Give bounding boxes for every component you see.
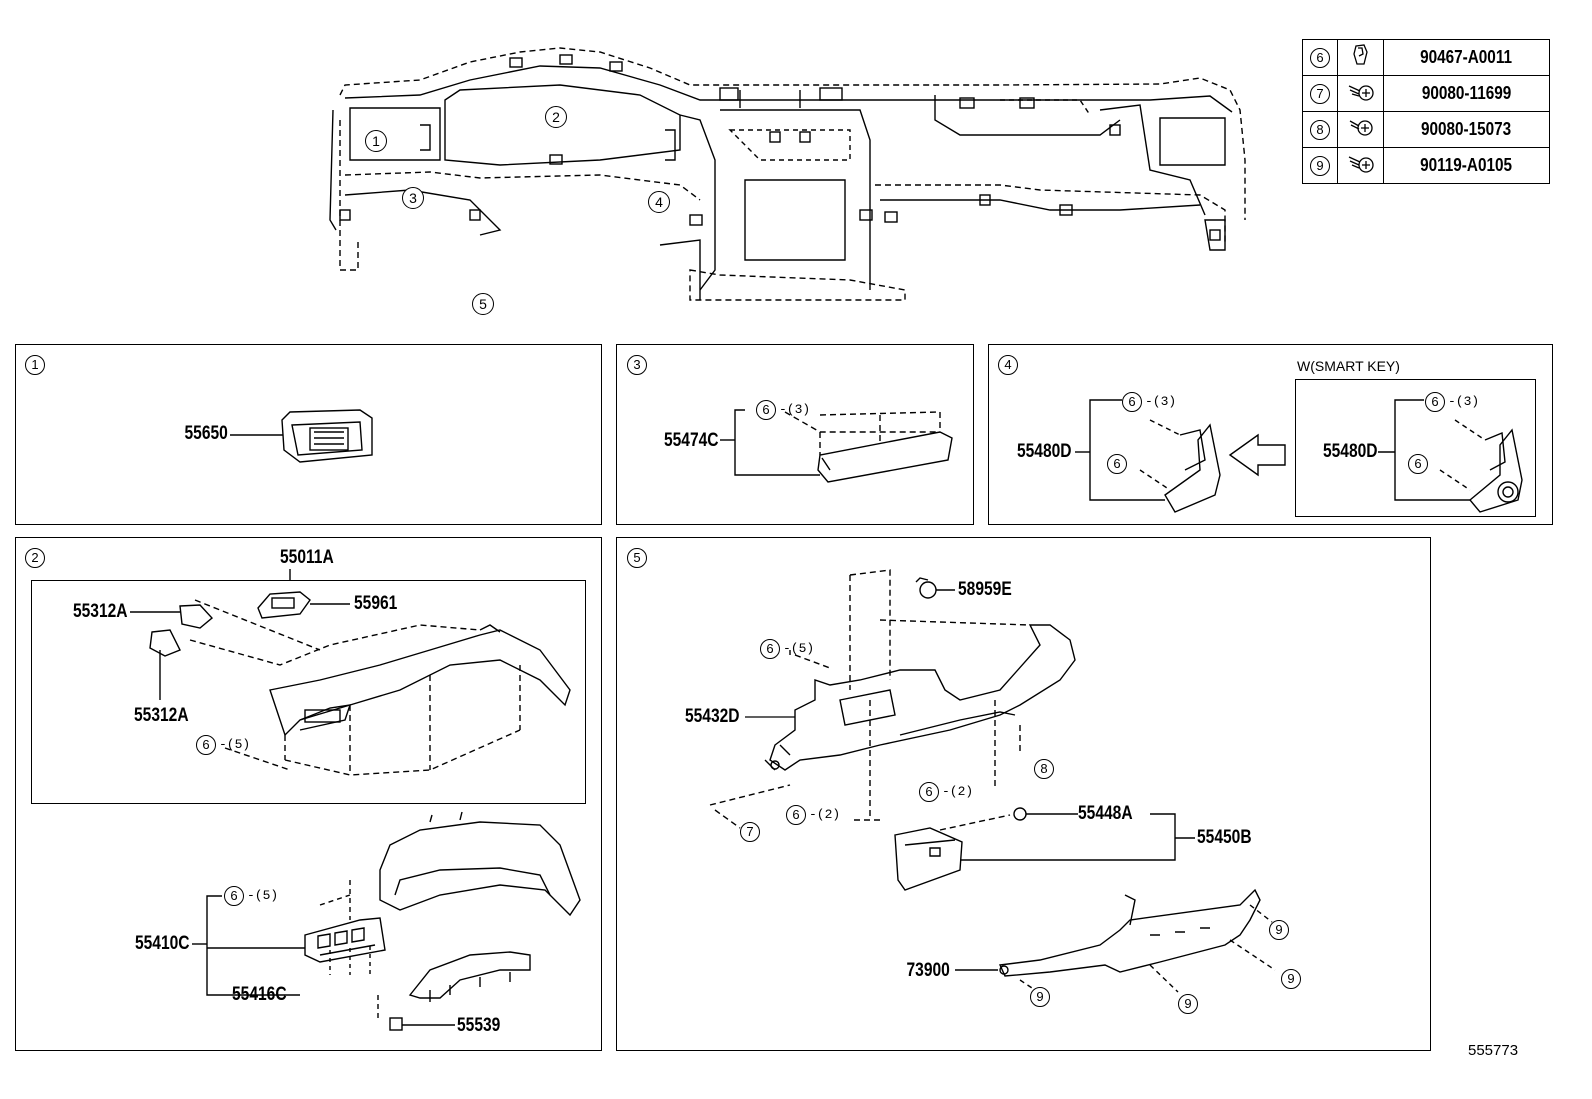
fastener-qty: -(3) bbox=[1145, 394, 1177, 409]
panel-55474C-drawing bbox=[784, 411, 953, 483]
legend-ref: 6 bbox=[1310, 47, 1330, 68]
fastener-ref: 9 bbox=[1030, 987, 1050, 1007]
part-label-55448A: 55448A bbox=[1078, 803, 1133, 824]
part-label-55416C: 55416C bbox=[232, 984, 287, 1005]
brace-73900-drawing bbox=[998, 888, 1276, 993]
overview-callout: 1 bbox=[365, 130, 387, 152]
part-label-55312A-lower: 55312A bbox=[134, 705, 189, 726]
panel-3 bbox=[616, 344, 974, 525]
legend-row: 8 90080-15073 bbox=[1302, 111, 1550, 148]
part-label-55011A: 55011A bbox=[280, 547, 334, 568]
part-label-55480D: 55480D bbox=[1017, 441, 1072, 462]
overview-callout: 5 bbox=[472, 293, 494, 315]
screw-icon bbox=[1337, 147, 1384, 184]
bracket-55450B bbox=[960, 813, 1176, 861]
panel-number: 2 bbox=[25, 548, 45, 568]
legend-ref: 8 bbox=[1310, 119, 1330, 140]
panel-number: 5 bbox=[627, 548, 647, 568]
part-label-55480D-smart-key: 55480D bbox=[1323, 441, 1378, 462]
fastener-legend-table: 6 90467-A0011 7 90080-11699 8 90080-1507… bbox=[1302, 39, 1550, 184]
cluster-finish-55011A-drawing bbox=[189, 599, 571, 776]
fastener-qty: -(2) bbox=[809, 807, 841, 822]
bracket-55410C bbox=[206, 895, 300, 996]
bracket-55480D-2 bbox=[1394, 399, 1470, 501]
fastener-ref: 6 bbox=[1408, 454, 1428, 474]
clip-icon bbox=[1337, 39, 1384, 76]
glovebox-55450B-drawing bbox=[894, 814, 1011, 891]
legend-row: 6 90467-A0011 bbox=[1302, 39, 1550, 76]
panel-4-smart-key-inset bbox=[1295, 379, 1536, 517]
screw-icon bbox=[1337, 111, 1384, 148]
part-label-73900: 73900 bbox=[906, 960, 950, 981]
legend-row: 7 90080-11699 bbox=[1302, 75, 1550, 112]
fastener-ref: 6 bbox=[224, 886, 244, 906]
fastener-ref: 9 bbox=[1269, 920, 1289, 940]
fastener-ref: 6 bbox=[760, 639, 780, 659]
diagram-code: 555773 bbox=[1468, 1042, 1519, 1059]
fastener-ref: 9 bbox=[1281, 969, 1301, 989]
overview-callout: 4 bbox=[648, 191, 670, 213]
fastener-ref: 6 bbox=[786, 805, 806, 825]
panel-2-inset-55011A bbox=[31, 580, 586, 804]
panel-55480D-smartkey-drawing bbox=[1439, 419, 1523, 513]
panel-number: 3 bbox=[627, 355, 647, 375]
lower-panel-55432D-drawing bbox=[709, 569, 1076, 829]
fastener-ref: 6 bbox=[196, 735, 216, 755]
legend-part-number: 90467-A0011 bbox=[1420, 47, 1513, 67]
panel-55480D-drawing bbox=[1139, 419, 1221, 513]
part-label-55432D: 55432D bbox=[685, 706, 740, 727]
legend-part-number: 90080-11699 bbox=[1421, 83, 1512, 103]
legend-ref: 7 bbox=[1310, 83, 1330, 104]
panel-2 bbox=[15, 537, 602, 1051]
part-label-55474C: 55474C bbox=[664, 430, 719, 451]
part-label-55410C: 55410C bbox=[135, 933, 190, 954]
fastener-qty: -(5) bbox=[783, 641, 815, 656]
legend-part-number: 90080-15073 bbox=[1421, 119, 1512, 139]
vent-55650-drawing bbox=[281, 409, 373, 463]
fastener-ref: 6 bbox=[919, 782, 939, 802]
fastener-ref: 6 bbox=[1107, 454, 1127, 474]
fastener-ref: 8 bbox=[1034, 759, 1054, 779]
overview-callout: 3 bbox=[402, 187, 424, 209]
bracket-55474C bbox=[734, 409, 820, 476]
legend-part-number: 90119-A0105 bbox=[1420, 155, 1513, 175]
panel-4 bbox=[988, 344, 1553, 525]
fastener-qty: -(5) bbox=[247, 888, 279, 903]
clip-55312A-drawing bbox=[149, 604, 214, 657]
part-label-55961: 55961 bbox=[354, 593, 398, 614]
bracket-55480D-1 bbox=[1089, 399, 1165, 501]
cluster-hood-55410C-drawing bbox=[304, 811, 581, 975]
variant-label-smart-key: W(SMART KEY) bbox=[1297, 358, 1400, 374]
clip-55539-drawing bbox=[389, 1017, 403, 1031]
screw-icon bbox=[1337, 75, 1384, 112]
part-label-55312A: 55312A bbox=[73, 601, 128, 622]
bezel-55416C-drawing bbox=[408, 951, 531, 1002]
fastener-qty: -(5) bbox=[219, 737, 251, 752]
fastener-ref: 9 bbox=[1178, 994, 1198, 1014]
fastener-ref: 6 bbox=[1425, 392, 1445, 412]
panel-1 bbox=[15, 344, 602, 525]
part-label-55450B: 55450B bbox=[1197, 827, 1252, 848]
part-label-58959E: 58959E bbox=[958, 579, 1012, 600]
fastener-ref: 7 bbox=[740, 822, 760, 842]
fastener-qty: -(3) bbox=[779, 402, 811, 417]
part-label-55650: 55650 bbox=[184, 423, 228, 444]
part-label-55539: 55539 bbox=[457, 1015, 501, 1036]
panel-5 bbox=[616, 537, 1431, 1051]
legend-row: 9 90119-A0105 bbox=[1302, 147, 1550, 184]
arrow-left-icon bbox=[1228, 433, 1286, 477]
legend-ref: 9 bbox=[1310, 155, 1330, 176]
fastener-qty: -(2) bbox=[942, 784, 974, 799]
vent-55961-drawing bbox=[257, 591, 311, 619]
fastener-qty: -(3) bbox=[1448, 394, 1480, 409]
overview-callout: 2 bbox=[545, 106, 567, 128]
panel-number: 1 bbox=[25, 355, 45, 375]
fastener-ref: 6 bbox=[756, 400, 776, 420]
fastener-ref: 6 bbox=[1122, 392, 1142, 412]
panel-number: 4 bbox=[998, 355, 1018, 375]
dashboard-overview-drawing bbox=[329, 47, 1246, 301]
